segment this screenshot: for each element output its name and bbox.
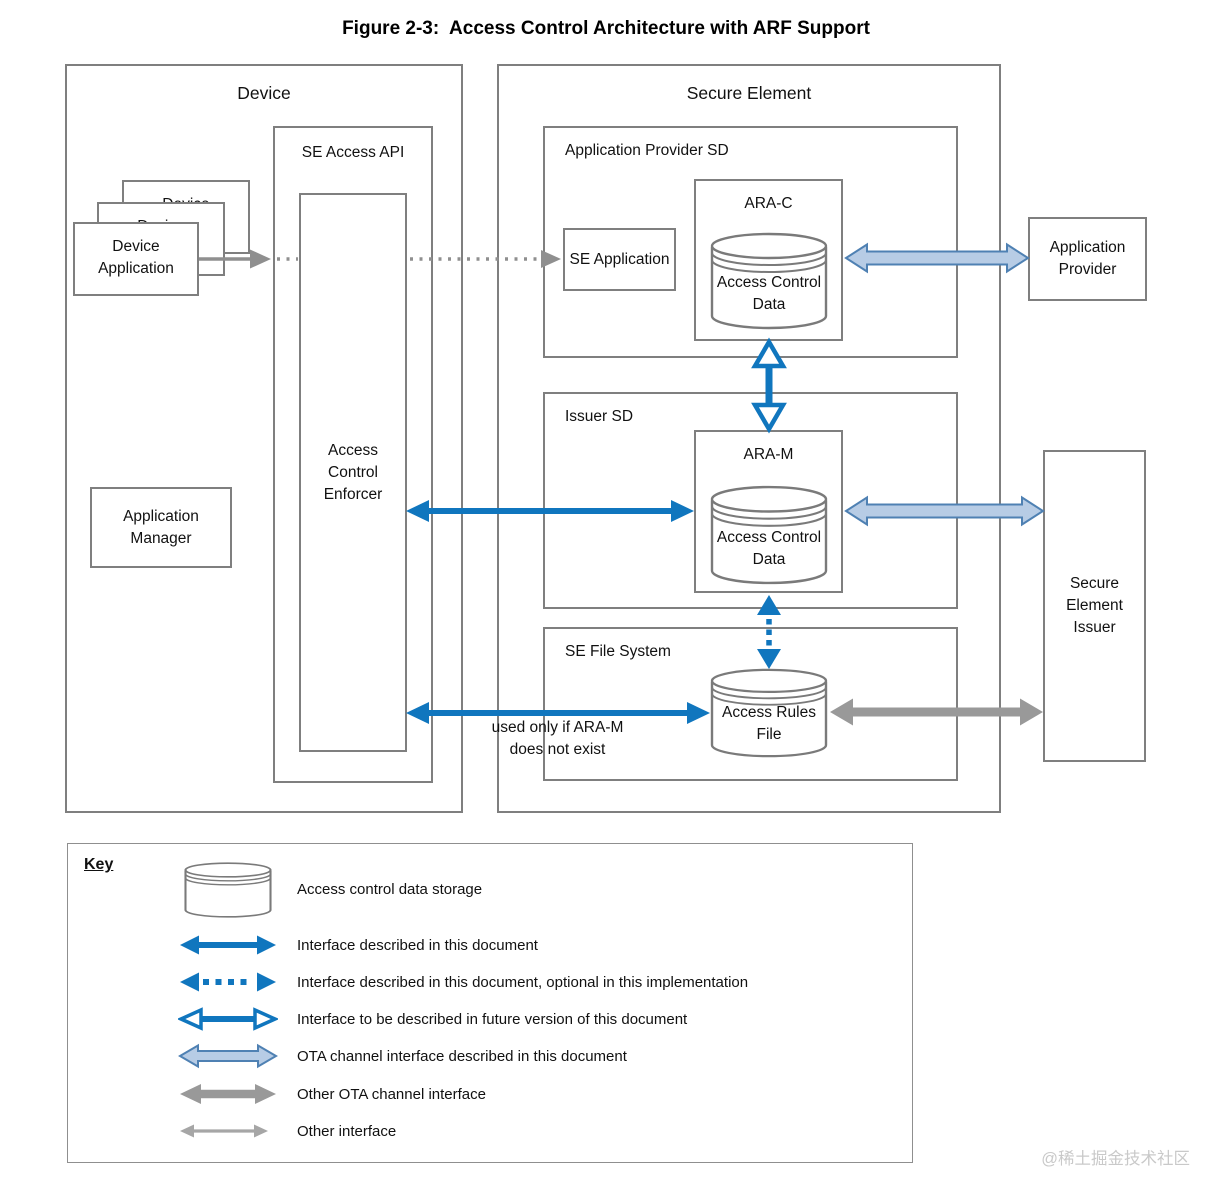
ara-m-storage-label: Access Control Data	[716, 529, 822, 568]
arrow-ota-icon	[178, 1043, 278, 1069]
application-provider-sd-box: Application Provider SD	[543, 126, 958, 358]
secure-element-issuer-box: Secure Element Issuer	[1043, 450, 1146, 762]
key-row-interface-optional: Interface described in this document, op…	[178, 969, 748, 995]
arf-usage-note-line2: does not exist	[509, 741, 606, 758]
device-application-label-front: Device Application	[98, 238, 174, 277]
cylinder-icon	[710, 232, 828, 330]
key-item-interface-optional-label: Interface described in this document, op…	[297, 973, 749, 991]
device-application-box-front: Device Application	[73, 222, 199, 296]
application-manager-label: Application Manager	[123, 507, 199, 547]
access-control-enforcer-box: Access Control Enforcer	[299, 193, 407, 752]
cylinder-icon	[710, 668, 828, 758]
application-provider-label: Application Provider	[1049, 239, 1126, 278]
arrow-future-blue-icon	[178, 1007, 278, 1031]
key-item-other-label: Other interface	[297, 1122, 397, 1140]
key-item-interface-label: Interface described in this document	[297, 936, 538, 954]
se-application-box: SE Application	[563, 228, 676, 291]
key-item-other-ota-label: Other OTA channel interface	[297, 1085, 486, 1103]
application-provider-box: Application Provider	[1028, 217, 1147, 301]
key-row-other-ota: Other OTA channel interface	[178, 1081, 486, 1107]
se-access-api-label: SE Access API	[301, 144, 405, 161]
arrow-thick-gray-icon	[180, 1084, 276, 1104]
arf-usage-note-line1: used only if ARA-M	[491, 719, 624, 736]
secure-element-box	[497, 64, 1001, 813]
ara-c-label: ARA-C	[744, 195, 793, 212]
key-item-storage-label: Access control data storage	[297, 881, 483, 898]
cylinder-icon	[710, 485, 828, 585]
arrow-thin-gray-icon	[180, 1124, 268, 1138]
application-provider-sd-label: Application Provider SD	[565, 142, 729, 159]
device-box	[65, 64, 463, 813]
application-manager-box: Application Manager	[90, 487, 232, 568]
ara-m-label: ARA-M	[743, 446, 794, 463]
ara-m-storage-cylinder: Access Control Data	[710, 485, 828, 585]
arf-usage-note: used only if ARA-M does not exist	[445, 717, 670, 761]
se-access-api-box: SE Access API	[273, 126, 433, 783]
arrow-solid-blue-icon	[180, 935, 276, 955]
key-item-interface-future-label: Interface to be described in future vers…	[297, 1010, 688, 1028]
key-row-ota: OTA channel interface described in this …	[178, 1043, 627, 1069]
ara-c-storage-label: Access Control Data	[716, 274, 822, 313]
key-row-other: Other interface	[178, 1118, 396, 1144]
secure-element-label: Secure Element	[686, 83, 812, 103]
key-box	[67, 843, 913, 1163]
device-label: Device	[237, 83, 291, 103]
se-application-label: SE Application	[569, 250, 670, 268]
issuer-sd-label: Issuer SD	[565, 408, 634, 425]
key-cylinder	[184, 862, 272, 923]
se-file-system-label: SE File System	[565, 643, 671, 660]
key-title: Key	[84, 856, 114, 873]
figure-title: Figure 2-3: Access Control Architecture …	[342, 18, 870, 39]
watermark: @稀土掘金技术社区	[1041, 1150, 1190, 1168]
access-rules-file-cylinder: Access Rules File	[710, 668, 828, 758]
access-rules-file-label: Access Rules File	[722, 704, 816, 743]
access-control-enforcer-label: Access Control Enforcer	[323, 441, 383, 503]
ara-c-storage-cylinder: Access Control Data	[710, 232, 828, 330]
secure-element-issuer-label: Secure Element Issuer	[1066, 575, 1123, 636]
key-item-ota-label: OTA channel interface described in this …	[297, 1047, 627, 1065]
key-row-interface-future: Interface to be described in future vers…	[178, 1006, 687, 1032]
cylinder-icon	[184, 862, 272, 918]
arrow-dashed-blue-icon	[180, 972, 276, 992]
key-row-interface: Interface described in this document	[178, 932, 538, 958]
